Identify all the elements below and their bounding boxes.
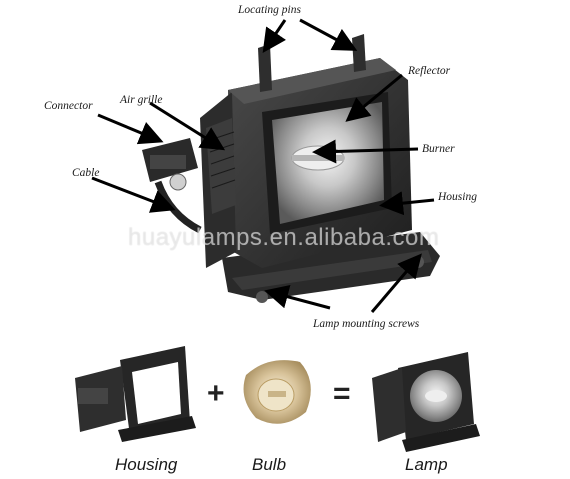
arrow-locating-pin-right [299, 18, 358, 51]
arrow-reflector [345, 73, 403, 122]
label-cable: Cable [72, 167, 100, 179]
arrow-connector [97, 113, 164, 145]
label-lamp-mounting-screws: Lamp mounting screws [313, 318, 420, 330]
label-burner: Burner [422, 143, 455, 155]
arrow-screw-right [370, 253, 422, 313]
arrow-screw-left [264, 285, 331, 310]
annotation-arrows [91, 18, 435, 313]
arrow-cable [91, 176, 176, 213]
caption-bulb: Bulb [252, 455, 287, 474]
label-reflector: Reflector [408, 65, 451, 77]
arrow-burner [312, 139, 419, 164]
lamp-assembly-large [142, 34, 440, 303]
caption-lamp: Lamp [405, 455, 448, 474]
label-locating-pins: Locating pins [238, 4, 301, 16]
bulb-image [243, 360, 311, 424]
housing-image [75, 346, 196, 442]
label-housing: Housing [438, 191, 477, 203]
label-connector: Connector [44, 100, 93, 112]
arrow-housing [379, 191, 435, 216]
caption-housing: Housing [115, 455, 178, 474]
plus-sign: + [207, 377, 225, 410]
equals-sign: = [333, 377, 351, 410]
arrow-air-grille [149, 101, 226, 151]
watermark: huayulamps.en.alibaba.com [128, 224, 440, 251]
label-air-grille: Air grille [120, 94, 163, 106]
lamp-image [372, 352, 480, 452]
arrow-locating-pin-left [262, 19, 287, 53]
